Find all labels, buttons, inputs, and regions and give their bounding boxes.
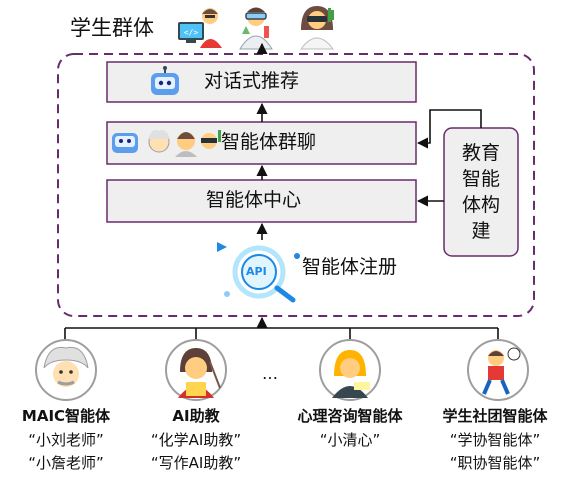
agent-group-chat-label: 智能体群聊 (221, 131, 317, 153)
education-line-3: 体构 (461, 194, 500, 216)
agent-example-ai-assistant-1: “化学AI助教” (150, 431, 242, 449)
platform-dashed-frame (57, 53, 535, 317)
student-scientist-icon (239, 7, 273, 50)
teacher-icon (175, 132, 197, 157)
agent-register-label: 智能体注册 (302, 256, 398, 278)
agent-name-club: 学生社团智能体 (442, 407, 548, 425)
robot-icon (112, 133, 138, 153)
agent-example-club-1: “学协智能体” (449, 431, 541, 449)
student-vr-icon (300, 6, 334, 50)
education-agent-build-label: 教育 智能 体构 建 (444, 140, 518, 244)
einstein-icon (35, 339, 97, 401)
svg-text:</>: </> (184, 28, 199, 37)
agent-name-ai-assistant: AI助教 (172, 407, 220, 425)
agent-example-ai-assistant-2: “写作AI助教” (150, 454, 242, 472)
agent-center-label: 智能体中心 (206, 189, 302, 211)
agent-example-maic-1: “小刘老师” (28, 431, 104, 449)
agent-name-maic: MAIC智能体 (21, 407, 111, 425)
agent-center-box[interactable] (106, 179, 417, 223)
robot-icon (151, 66, 179, 95)
agent-example-maic-2: “小詹老师” (28, 454, 104, 472)
teacher-icon (165, 339, 227, 401)
student-coder-icon: </> (178, 8, 222, 48)
api-icon (217, 242, 300, 303)
agent-example-psychology-1: “小清心” (319, 431, 381, 449)
student-vr-icon (201, 130, 221, 149)
dialog-recommend-label: 对话式推荐 (204, 70, 300, 92)
education-line-2: 智能 (461, 168, 500, 190)
api-badge-text: API (246, 265, 267, 278)
einstein-icon (148, 130, 170, 153)
agent-name-psychology: 心理咨询智能体 (297, 407, 403, 425)
education-line-4: 建 (471, 220, 491, 242)
psychologist-icon (319, 339, 381, 401)
more-agents-ellipsis: … (262, 364, 278, 383)
education-line-1: 教育 (461, 142, 500, 164)
student-group-title: 学生群体 (70, 16, 154, 40)
arrow-build-to-chat (416, 109, 482, 149)
agent-example-club-2: “职协智能体” (449, 454, 541, 472)
athlete-icon (467, 339, 529, 401)
